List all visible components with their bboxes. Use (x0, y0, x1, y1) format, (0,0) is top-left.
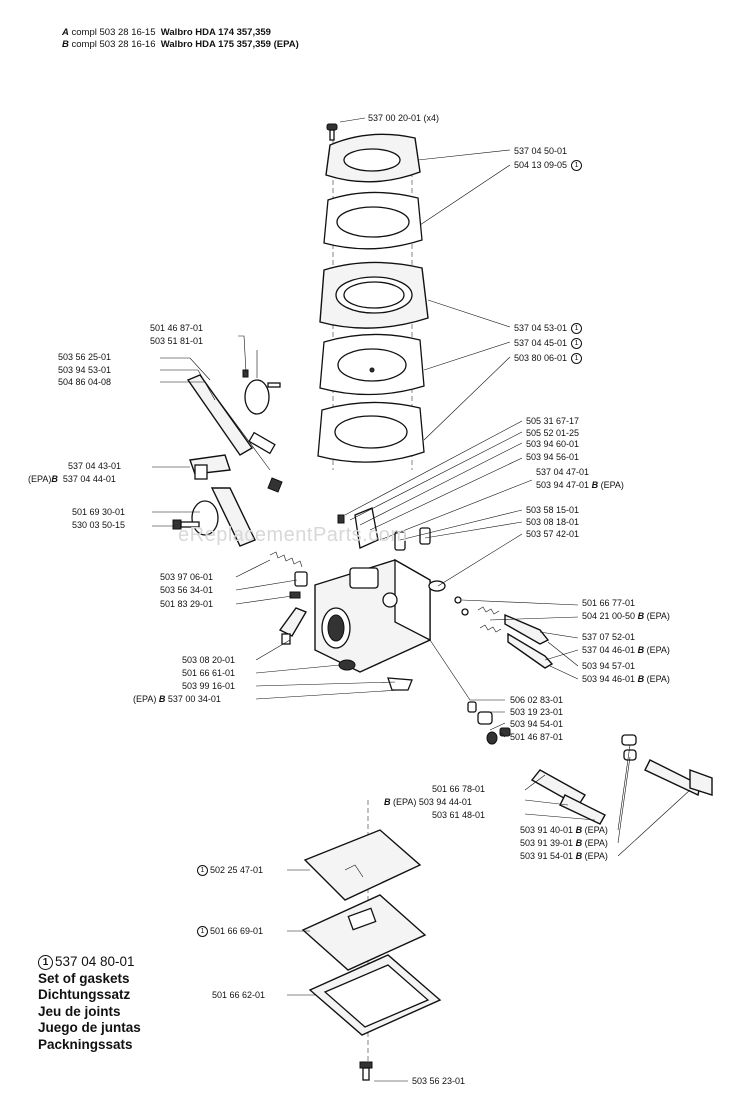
header-line-b: B compl 503 28 16-16 Walbro HDA 175 357,… (62, 39, 299, 50)
springs (269, 551, 308, 599)
label-503-91-39-01: 503 91 39-01 B (EPA) (520, 838, 608, 848)
label-537-00-20-01: 537 00 20-01 (x4) (368, 113, 440, 123)
label-506-02-83-01: 506 02 83-01 (510, 695, 564, 705)
label-503-51-81-01: 503 51 81-01 (150, 336, 204, 346)
pump-cover (325, 133, 421, 183)
watermark: eReplacementParts.com (178, 524, 408, 546)
label-501-46-87-01-top: 501 46 87-01 (150, 323, 204, 333)
small-parts (467, 701, 606, 825)
label-503-08-18-01: 503 08 18-01 (526, 517, 580, 527)
gasket-kit-mark-icon: 1 (38, 954, 53, 970)
label-503-56-23-01: 503 56 23-01 (412, 1076, 466, 1086)
label-501-69-30-01: 501 69 30-01 (72, 507, 126, 517)
gasket-kit-mark-icon: 1 (571, 338, 583, 350)
top-screw (326, 123, 338, 141)
gasket-kit-mark-icon: 1 (197, 926, 208, 938)
fuel-elbow (278, 607, 308, 645)
carburetor-body (314, 507, 446, 691)
label-537-07-52-01: 537 07 52-01 (582, 632, 636, 642)
limiter-caps (621, 734, 713, 797)
legend-line: Juego de juntas (38, 1020, 141, 1035)
label-503-97-06-01: 503 97 06-01 (160, 572, 214, 582)
choke-plate (172, 487, 256, 547)
label-503-19-23-01: 503 19 23-01 (510, 707, 564, 717)
label-501-66-77-01: 501 66 77-01 (582, 598, 636, 608)
gasket-stack (317, 191, 429, 463)
label-501-83-29-01: 501 83 29-01 (160, 599, 214, 609)
label-503-94-56-01: 503 94 56-01 (526, 452, 580, 462)
label-503-56-25-01: 503 56 25-01 (58, 352, 112, 362)
legend-line: Dichtungssatz (38, 987, 131, 1002)
throttle-shaft (186, 374, 283, 493)
label-501-66-78-01: 501 66 78-01 (432, 784, 486, 794)
label-504-21-00-50: 504 21 00-50 B (EPA) (582, 611, 670, 621)
label-501-66-61-01: 501 66 61-01 (182, 668, 236, 678)
label-537-04-50-01: 537 04 50-01 (514, 146, 568, 156)
label-503-08-20-01: 503 08 20-01 (182, 655, 236, 665)
header-line-a: A compl 503 28 16-15 Walbro HDA 174 357,… (62, 27, 271, 38)
gasket-kit-mark-icon: 1 (197, 865, 208, 877)
legend-line: Jeu de joints (38, 1003, 121, 1019)
label-501-66-62-01: 501 66 62-01 (212, 990, 266, 1000)
label-503-94-44-01: B (EPA) 503 94 44-01 (384, 797, 472, 807)
label-503-94-57-01: 503 94 57-01 (582, 661, 636, 671)
label-537-00-34-01: (EPA) B 537 00 34-01 (133, 694, 221, 704)
label-505-31-67-17: 505 31 67-17 (526, 416, 580, 426)
label-503-94-60-01: 503 94 60-01 (526, 439, 580, 449)
label-503-58-15-01: 503 58 15-01 (526, 505, 580, 515)
bottom-plates (301, 829, 442, 1081)
gasket-kit-mark-icon: 1 (571, 323, 583, 335)
label-537-04-43-01: 537 04 43-01 (68, 461, 122, 471)
leader-lines (152, 117, 691, 1082)
label-503-91-40-01: 503 91 40-01 B (EPA) (520, 825, 608, 835)
label-505-52-01-25: 505 52 01-25 (526, 428, 580, 438)
legend-line: Packningssats (38, 1036, 133, 1052)
label-503-94-53-01: 503 94 53-01 (58, 365, 112, 375)
label-503-99-16-01: 503 99 16-01 (182, 681, 236, 691)
gasket-kit-mark-icon: 1 (571, 160, 583, 172)
label-503-94-47-01: 503 94 47-01 B (EPA) (536, 480, 624, 490)
label-501-46-87-01-bottom: 501 46 87-01 (510, 732, 564, 742)
label-537-04-46-01: 537 04 46-01 B (EPA) (582, 645, 670, 655)
legend-line: Set of gaskets (38, 970, 130, 986)
throttle-disc (242, 369, 281, 415)
label-503-94-54-01: 503 94 54-01 (510, 719, 564, 729)
gasket-kit-mark-icon: 1 (571, 353, 583, 365)
label-503-91-54-01: 503 91 54-01 B (EPA) (520, 851, 608, 861)
label-504-86-04-08: 504 86 04-08 (58, 377, 112, 387)
label-503-61-48-01: 503 61 48-01 (432, 810, 486, 820)
label-530-03-50-15: 530 03 50-15 (72, 520, 126, 530)
label-503-94-46-01: 503 94 46-01 B (EPA) (582, 674, 670, 684)
label-537-04-47-01: 537 04 47-01 (536, 467, 590, 477)
label-537-04-44-01: (EPA)B 537 04 44-01 (28, 474, 116, 484)
label-503-57-42-01: 503 57 42-01 (526, 529, 580, 539)
needle-assemblies (454, 596, 554, 669)
choke-lever (189, 454, 231, 480)
label-503-56-34-01: 503 56 34-01 (160, 585, 214, 595)
